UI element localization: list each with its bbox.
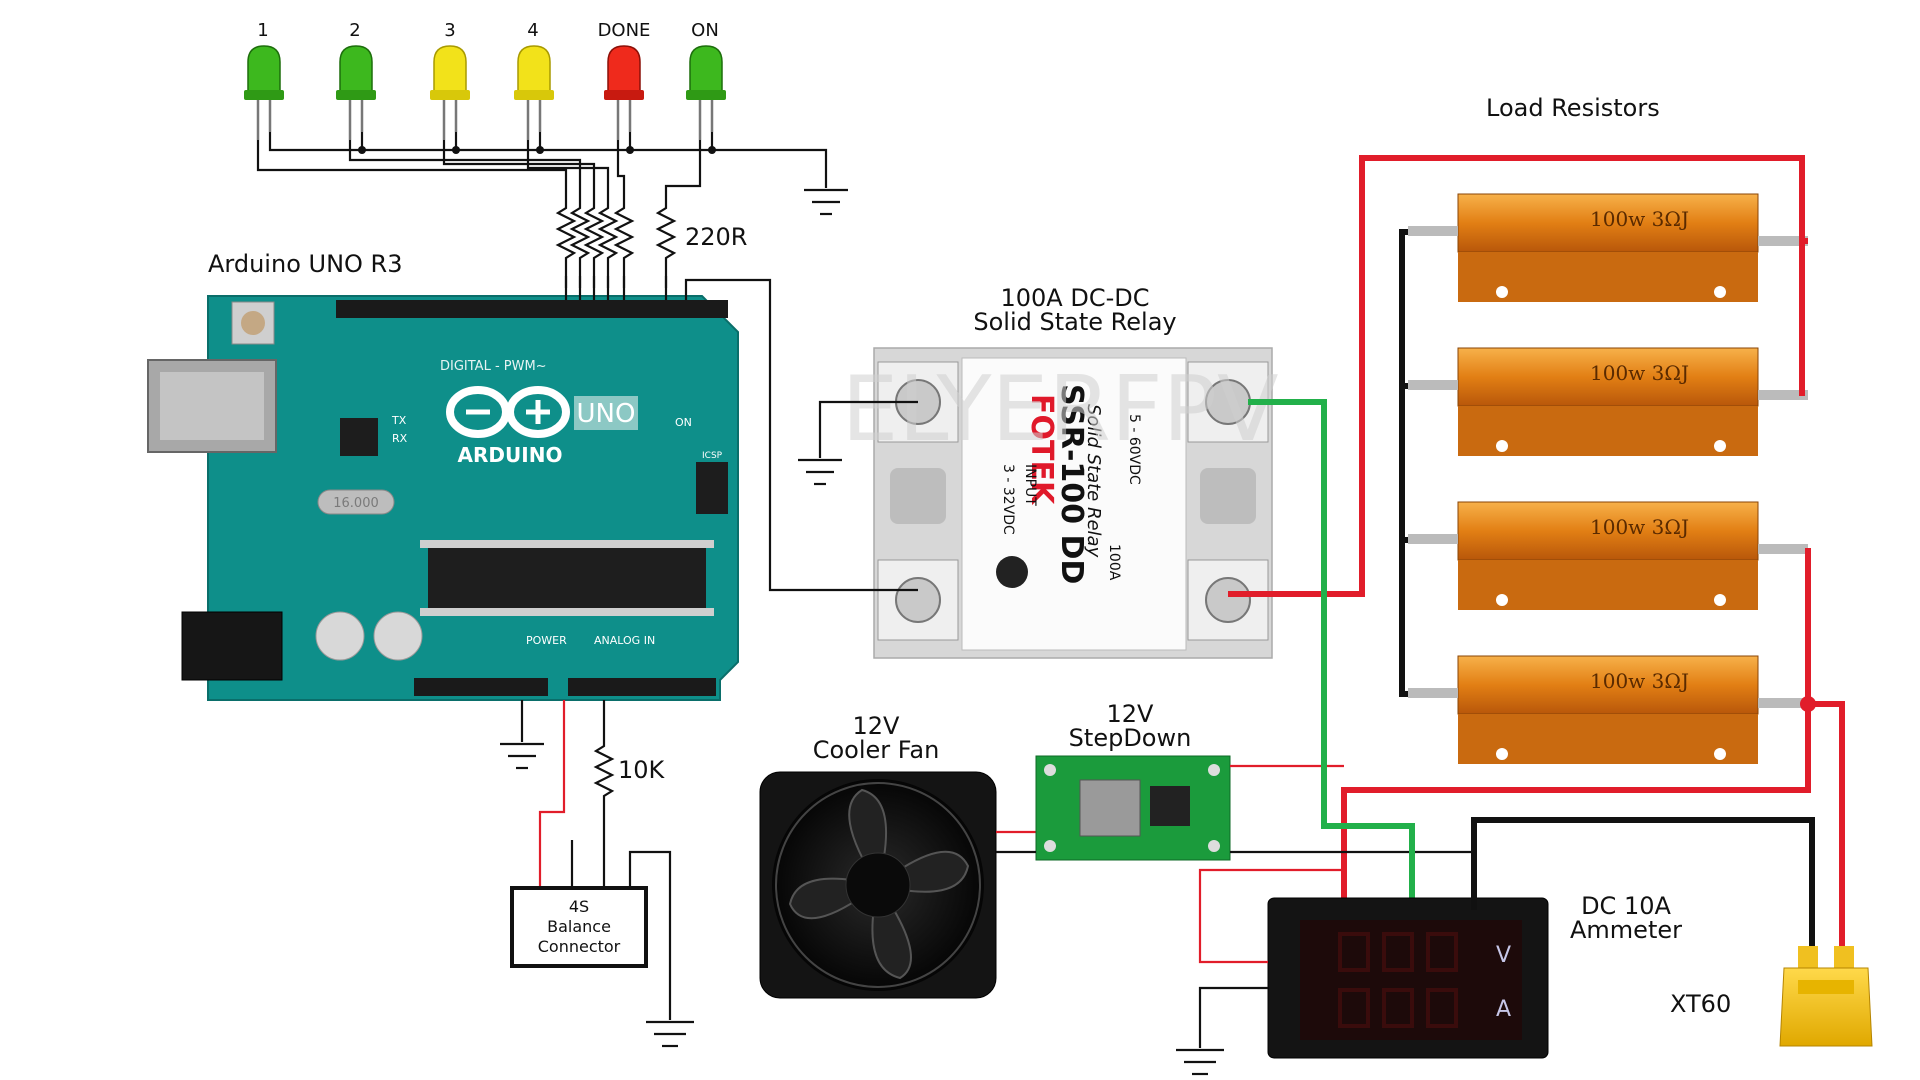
load-resistor-4-label: 100w 3ΩJ bbox=[1590, 669, 1689, 693]
ground-symbol-arduino bbox=[500, 742, 544, 770]
ground-symbol-ammeter bbox=[1176, 1048, 1224, 1076]
balance-line1: 4S bbox=[569, 897, 589, 916]
ground-symbol-ssr bbox=[798, 458, 842, 486]
power-header bbox=[414, 678, 548, 696]
led-label-on: ON bbox=[691, 20, 719, 41]
led-label-2: 2 bbox=[349, 20, 360, 41]
digital-header bbox=[336, 300, 728, 318]
led-label-1: 1 bbox=[257, 20, 268, 41]
cooler-fan bbox=[759, 771, 997, 999]
balance-connector: 4S Balance Connector bbox=[510, 886, 648, 968]
load-resistor-3-label: 100w 3ΩJ bbox=[1590, 515, 1689, 539]
resistor-bank-220r: 220R bbox=[555, 198, 747, 288]
ssr-terminal-2 bbox=[1205, 577, 1251, 623]
power-label: POWER bbox=[526, 634, 567, 647]
capacitor-2 bbox=[373, 611, 423, 661]
led-label-done: DONE bbox=[598, 20, 651, 41]
analog-header bbox=[568, 678, 716, 696]
ammeter-line1: DC 10A bbox=[1581, 892, 1671, 920]
ssr-input-range: 3 - 32VDC bbox=[1000, 464, 1016, 535]
led-1 bbox=[244, 45, 284, 140]
stepdown-line1: 12V bbox=[1107, 700, 1155, 728]
fan-line1: 12V bbox=[853, 712, 901, 740]
ammeter-volt-unit: V bbox=[1496, 943, 1511, 968]
resistor-10k-label: 10K bbox=[618, 756, 666, 784]
led-4 bbox=[514, 45, 554, 140]
crystal-label: 16.000 bbox=[333, 496, 379, 511]
ground-symbol-balance bbox=[646, 1020, 694, 1048]
arduino-brand: ARDUINO bbox=[458, 443, 563, 467]
load-resistor-2-label: 100w 3ΩJ bbox=[1590, 361, 1689, 385]
ssr-watermark: ELYERFPV bbox=[841, 357, 1278, 462]
led-2 bbox=[336, 45, 376, 140]
stepdown-module bbox=[1035, 755, 1231, 861]
balance-line2: Balance bbox=[547, 917, 611, 936]
ssr-brand: FOTEK bbox=[1024, 394, 1059, 506]
ssr-input: INPUT bbox=[1022, 464, 1038, 506]
led-label-4: 4 bbox=[527, 20, 538, 41]
ssr-title-line2: Solid State Relay bbox=[973, 308, 1176, 336]
digital-label: DIGITAL - PWM~ bbox=[440, 359, 547, 374]
led-label-3: 3 bbox=[444, 20, 455, 41]
analog-label: ANALOG IN bbox=[594, 634, 655, 647]
ssr-terminal-3 bbox=[895, 577, 941, 623]
load-resistor-3: 100w 3ΩJ bbox=[1408, 501, 1808, 610]
crystal bbox=[317, 489, 395, 515]
ssr-title-line1: 100A DC-DC bbox=[1001, 284, 1150, 312]
icsp-label: ICSP bbox=[702, 451, 723, 461]
capacitor-1 bbox=[315, 611, 365, 661]
load-resistor-1: 100w 3ΩJ bbox=[1408, 193, 1808, 302]
arduino-title: Arduino UNO R3 bbox=[208, 250, 402, 278]
usb-chip bbox=[340, 418, 378, 456]
arduino-model: UNO bbox=[577, 399, 636, 429]
led-row: 1 2 3 4 DONE ON bbox=[244, 20, 848, 216]
arduino-board: DIGITAL - PWM~ UNO ARDUINO ON TX RX ICSP… bbox=[147, 295, 739, 701]
load-resistors-title: Load Resistors bbox=[1486, 94, 1660, 122]
dc-ammeter: V A bbox=[1267, 897, 1549, 1059]
arduino-logo bbox=[446, 386, 570, 438]
atmega-chip bbox=[428, 546, 706, 610]
ssr-rating: 100A bbox=[1106, 544, 1122, 581]
ssr-subtitle: Solid State Relay bbox=[1083, 404, 1104, 558]
led-wiring bbox=[256, 132, 828, 198]
xt60-connector bbox=[1779, 946, 1873, 1047]
on-led-label: ON bbox=[675, 416, 692, 429]
balance-line3: Connector bbox=[538, 937, 621, 956]
resistor-220r-label: 220R bbox=[685, 223, 747, 251]
tx-label: TX bbox=[391, 414, 407, 427]
ssr-model: SSR-100 DD bbox=[1054, 384, 1089, 584]
ammeter-amp-unit: A bbox=[1496, 997, 1511, 1022]
stepdown-line2: StepDown bbox=[1069, 724, 1192, 752]
load-resistor-1-label: 100w 3ΩJ bbox=[1590, 207, 1689, 231]
load-resistor-4: 100w 3ΩJ bbox=[1408, 655, 1808, 764]
xt60-label: XT60 bbox=[1670, 990, 1731, 1018]
dc-jack bbox=[181, 611, 283, 681]
solid-state-relay: FOTEK SSR-100 DD Solid State Relay 100A … bbox=[841, 347, 1279, 659]
wire-arduino-ssr-input bbox=[684, 278, 870, 592]
rx-label: RX bbox=[392, 432, 408, 445]
fan-line2: Cooler Fan bbox=[813, 736, 940, 764]
ammeter-line2: Ammeter bbox=[1570, 916, 1682, 944]
load-resistor-2: 100w 3ΩJ bbox=[1408, 347, 1808, 456]
ssr-output-range: 5 - 60VDC bbox=[1126, 414, 1142, 485]
ground-symbol-leds bbox=[804, 188, 848, 216]
led-done bbox=[604, 45, 644, 140]
led-3 bbox=[430, 45, 470, 140]
led-on bbox=[686, 45, 726, 140]
